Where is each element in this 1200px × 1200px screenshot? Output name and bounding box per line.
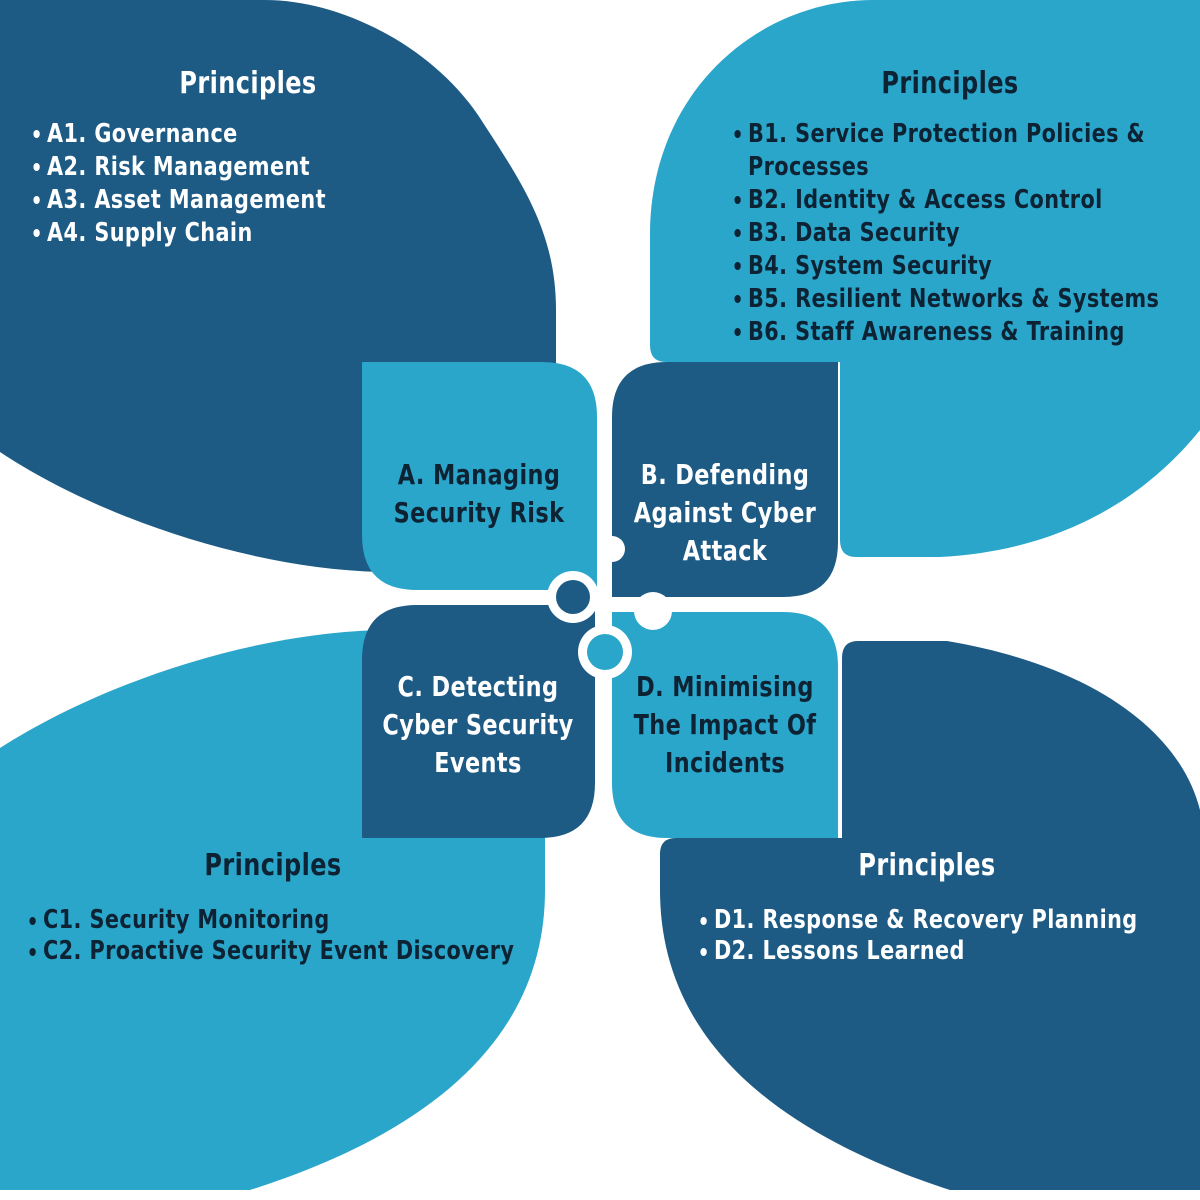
list-item: B5. Resilient Networks & Systems <box>734 284 1160 314</box>
principles-title-top-right: Principles <box>881 66 1019 101</box>
petal-bottom-right <box>660 641 1200 1190</box>
knob-tile-c <box>556 580 590 614</box>
notch-tile-d <box>634 592 672 630</box>
knob-tile-d <box>587 634 623 670</box>
list-item: B3. Data Security <box>734 217 1159 250</box>
list-item: C1. Security Monitoring <box>29 905 514 936</box>
principles-title-bottom-left: Principles <box>204 848 342 883</box>
list-item: C2. Proactive Security Event Discovery <box>29 936 515 966</box>
list-item: B1. Service Protection Policies &Process… <box>734 118 1159 184</box>
list-item: B4. System Security <box>734 250 1159 283</box>
list-item: A2. Risk Management <box>33 151 326 184</box>
petal-top-right <box>650 0 1200 557</box>
list-item: A1. Governance <box>33 118 326 151</box>
list-item: B6. Staff Awareness & Training <box>734 316 1159 349</box>
list-item: A3. Asset Management <box>33 185 326 215</box>
tile-b-shape <box>612 362 838 597</box>
principles-list-b: B1. Service Protection Policies &Process… <box>734 118 1160 349</box>
tile-c-shape <box>362 605 595 838</box>
list-item: D2. Lessons Learned <box>700 936 1138 967</box>
tile-a-shape <box>362 362 597 590</box>
tile-d-shape <box>612 612 838 838</box>
list-item: A4. Supply Chain <box>33 217 326 250</box>
notch-tile-b <box>599 536 625 562</box>
list-item: D1. Response & Recovery Planning <box>700 905 1138 935</box>
list-item: B2. Identity & Access Control <box>734 184 1159 217</box>
principles-title-bottom-right: Principles <box>858 848 996 883</box>
principles-title-top-left: Principles <box>179 66 317 101</box>
